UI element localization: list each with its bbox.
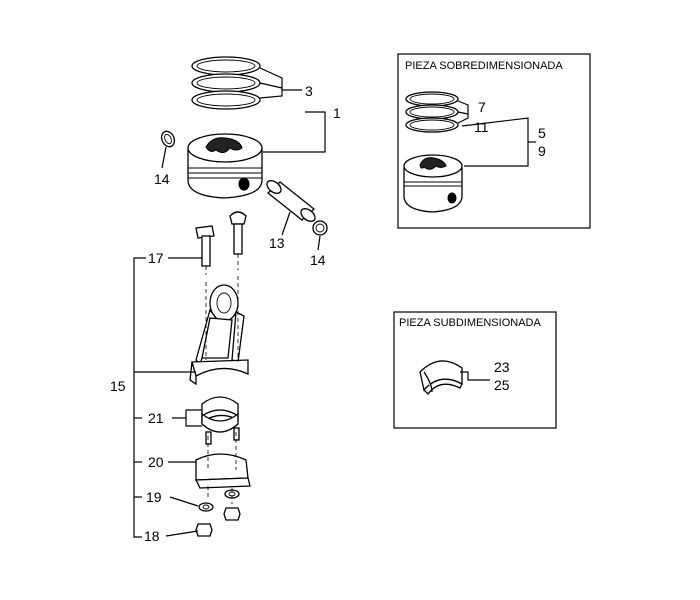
callout-23: 23 <box>494 359 510 375</box>
callout-17: 17 <box>148 250 164 266</box>
callout-20: 20 <box>148 454 164 470</box>
callout-numbers: 3 1 14 13 14 17 15 21 20 19 18 7 11 5 9 … <box>110 83 546 544</box>
callout-19: 19 <box>146 489 162 505</box>
snap-ring-left <box>160 130 176 148</box>
rod-cap <box>194 427 251 489</box>
oversize-parts-box: PIEZA SOBREDIMENSIONADA <box>397 53 591 229</box>
callout-1: 1 <box>333 105 341 121</box>
nuts <box>195 507 241 537</box>
callout-5: 5 <box>538 125 546 141</box>
undersize-box-title: PIEZA SUBDIMENSIONADA <box>399 317 541 329</box>
undersize-parts-box: PIEZA SUBDIMENSIONADA <box>393 311 557 429</box>
snap-ring-right <box>312 220 328 236</box>
callout-3: 3 <box>305 83 313 99</box>
piston <box>187 133 263 199</box>
callout-25: 25 <box>494 377 510 393</box>
piston-rings <box>191 56 261 110</box>
piston-pin <box>266 180 316 222</box>
connecting-rod <box>189 284 249 386</box>
callout-7: 7 <box>478 99 486 115</box>
callout-18: 18 <box>144 528 160 544</box>
oversize-box-title: PIEZA SOBREDIMENSIONADA <box>405 60 563 72</box>
washers <box>198 489 240 512</box>
callout-13: 13 <box>269 235 285 251</box>
callout-11: 11 <box>474 119 489 135</box>
callout-14-left: 14 <box>154 171 170 187</box>
callout-15: 15 <box>110 378 126 394</box>
bearing-shells <box>201 396 239 433</box>
callout-14-right: 14 <box>310 252 326 268</box>
connecting-rod-bolts <box>195 211 247 275</box>
callout-21: 21 <box>148 410 164 426</box>
callout-9: 9 <box>538 143 546 159</box>
